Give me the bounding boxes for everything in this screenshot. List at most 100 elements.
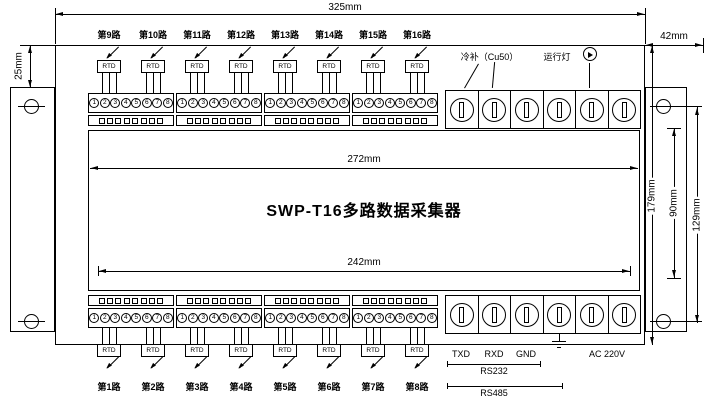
hole-centerline xyxy=(650,106,702,107)
dim-label-overall-width: 325mm xyxy=(326,2,364,13)
run-lamp-label: 运行灯 xyxy=(543,52,571,62)
dim-arrow xyxy=(695,42,702,47)
terminal-number: 5 xyxy=(131,313,142,323)
terminal-number: 6 xyxy=(317,98,328,108)
dim-arrow xyxy=(694,315,699,322)
dip-strip xyxy=(88,115,174,126)
left-mounting-ear xyxy=(10,87,55,332)
dip-square xyxy=(132,117,139,124)
screw-slot xyxy=(589,306,595,323)
dip-square xyxy=(316,117,323,124)
sensor-arrow-icon xyxy=(370,356,384,369)
dip-square xyxy=(132,297,139,304)
screw-slot xyxy=(491,306,497,323)
terminal-number: 7 xyxy=(152,98,163,108)
dip-square xyxy=(299,297,306,304)
leader-line xyxy=(589,63,590,88)
dip-square xyxy=(421,297,428,304)
terminal-number: 6 xyxy=(229,313,240,323)
sensor-wire xyxy=(322,328,323,344)
terminal-number: 8 xyxy=(338,98,349,108)
screw-terminal xyxy=(510,296,543,333)
sensor-wire xyxy=(278,328,279,344)
sensor-wire xyxy=(366,328,367,344)
run-lamp-icon xyxy=(583,47,597,61)
dip-square xyxy=(107,117,114,124)
dip-square xyxy=(387,297,394,304)
terminal-number: 4 xyxy=(120,98,131,108)
terminal-number: 4 xyxy=(296,98,307,108)
dip-square xyxy=(228,297,235,304)
terminal-number: 4 xyxy=(208,313,219,323)
channel-label: 第1路 xyxy=(97,382,121,392)
screw-terminal xyxy=(607,296,641,333)
dip-square xyxy=(115,297,122,304)
dim-label-top-offset: 25mm xyxy=(13,50,25,82)
rtd-sensor-icon: RTD xyxy=(185,60,209,73)
rtd-sensor-icon: RTD xyxy=(97,60,121,73)
terminal-number: 1 xyxy=(177,313,188,323)
dip-square xyxy=(107,297,114,304)
terminal-number: 5 xyxy=(307,313,318,323)
sensor-wire xyxy=(322,73,323,93)
sensor-wire xyxy=(102,73,103,93)
terminal-number: 3 xyxy=(110,98,121,108)
screw-terminal-head xyxy=(579,302,604,327)
terminal-number: 5 xyxy=(395,313,406,323)
dip-square xyxy=(203,297,210,304)
sensor-arrow-icon xyxy=(326,356,340,369)
sensor-wire xyxy=(410,73,411,93)
dip-square xyxy=(333,297,340,304)
dim-label-mount-height: 129mm xyxy=(691,196,703,234)
dip-square xyxy=(379,297,386,304)
sensor-wire xyxy=(329,328,330,344)
screw-terminal-head xyxy=(514,302,539,327)
ac-power-label: AC 220V xyxy=(588,349,626,359)
dim-arrow xyxy=(649,337,654,344)
sensor-wire xyxy=(248,73,249,93)
screw-slot xyxy=(524,306,530,323)
terminal-number: 4 xyxy=(120,313,131,323)
sensor-wire xyxy=(102,328,103,344)
sensor-wire xyxy=(204,73,205,93)
terminal-number: 7 xyxy=(328,98,339,108)
screw-terminal xyxy=(446,296,478,333)
dip-square xyxy=(245,117,252,124)
terminal-number: 8 xyxy=(250,98,261,108)
rtd-sensor-icon: RTD xyxy=(229,60,253,73)
sensor-wire xyxy=(285,73,286,93)
dim-label-inner-height: 90mm xyxy=(668,187,680,219)
channel-label: 第8路 xyxy=(405,382,429,392)
terminal-number: 1 xyxy=(177,98,188,108)
dip-square xyxy=(148,297,155,304)
terminal-number: 1 xyxy=(89,313,100,323)
dip-square xyxy=(283,297,290,304)
terminal-number: 2 xyxy=(99,98,110,108)
cold-comp-label: 冷补（Cu50） xyxy=(460,52,519,62)
dip-square xyxy=(220,297,227,304)
dip-strip xyxy=(176,115,262,126)
screw-slot xyxy=(556,101,562,118)
terminal-number: 8 xyxy=(338,313,349,323)
terminal-number: 8 xyxy=(162,313,173,323)
screw-slot xyxy=(524,101,530,118)
dip-square xyxy=(274,297,281,304)
screw-slot xyxy=(621,306,627,323)
sensor-wire xyxy=(336,73,337,93)
sensor-wire xyxy=(380,73,381,93)
screw-terminal xyxy=(542,296,576,333)
dip-square xyxy=(98,117,105,124)
terminal-number: 3 xyxy=(374,98,385,108)
rtd-sensor-icon: RTD xyxy=(317,344,341,357)
channel-label: 第11路 xyxy=(183,30,211,40)
dip-square xyxy=(98,297,105,304)
dip-square xyxy=(186,297,193,304)
dip-strip xyxy=(264,115,350,126)
sensor-arrow-icon xyxy=(414,356,428,369)
screw-terminal-head xyxy=(579,97,604,122)
terminal-number: 5 xyxy=(131,98,142,108)
